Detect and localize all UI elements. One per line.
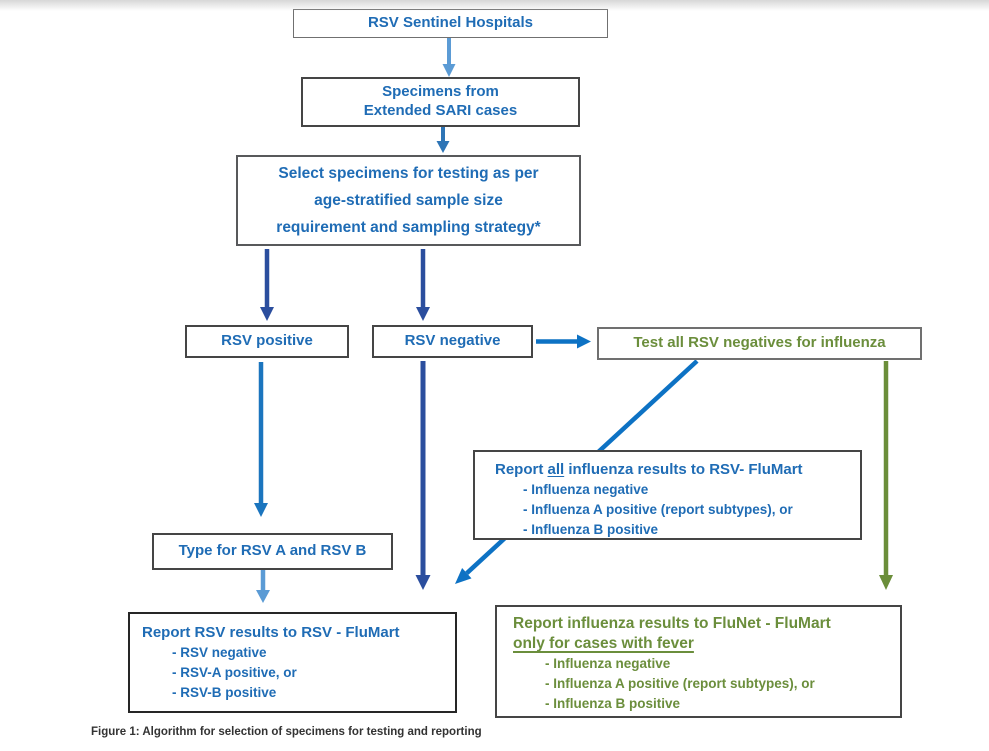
- node-type-for-rsv-a-and-b: Type for RSV A and RSV B: [152, 533, 393, 570]
- arrow-type-to-report-rsv: [256, 570, 270, 603]
- report-heading: Report RSV results to RSV - FluMart: [142, 624, 400, 641]
- node-label-line1: Specimens from: [382, 83, 499, 101]
- node-report-all-influenza-flumart: Report all influenza results to RSV- Flu…: [473, 450, 862, 540]
- bullet-item: - Influenza negative: [545, 656, 671, 671]
- figure-caption: Figure 1: Algorithm for selection of spe…: [91, 726, 482, 738]
- node-label-line2: age-stratified sample size: [314, 192, 503, 209]
- arrow-rsv-negative-to-report-rsv: [415, 361, 431, 590]
- arrow-select-to-rsv-negative: [416, 249, 430, 321]
- report-heading-line2: only for cases with fever: [513, 635, 694, 652]
- arrow-select-to-rsv-positive: [260, 249, 274, 321]
- arrow-sentinel-to-specimens: [442, 38, 456, 77]
- bullet-item: - Influenza A positive (report subtypes)…: [523, 502, 793, 517]
- node-label: Test all RSV negatives for influenza: [633, 334, 886, 352]
- node-report-rsv-results-flumart: Report RSV results to RSV - FluMart - RS…: [128, 612, 457, 713]
- report-bullets: - Influenza negative - Influenza A posit…: [513, 654, 892, 714]
- node-rsv-negative: RSV negative: [372, 325, 533, 358]
- node-specimens-extended-sari: Specimens from Extended SARI cases: [301, 77, 580, 127]
- bullet-item: - Influenza B positive: [523, 522, 659, 537]
- bullet-item: - RSV negative: [172, 645, 267, 660]
- report-heading: Report all influenza results to RSV- Flu…: [495, 461, 803, 478]
- node-label-line3: requirement and sampling strategy*: [276, 219, 541, 236]
- bullet-item: - RSV-A positive, or: [172, 665, 297, 680]
- node-label-line2: Extended SARI cases: [363, 102, 518, 119]
- node-select-specimens: Select specimens for testing as per age-…: [236, 155, 581, 246]
- arrow-rsv-positive-to-type: [254, 362, 268, 517]
- bullet-item: - Influenza negative: [523, 482, 649, 497]
- node-label: RSV positive: [221, 332, 313, 350]
- report-bullets: - RSV negative - RSV-A positive, or - RS…: [142, 643, 447, 703]
- bullet-item: - Influenza B positive: [545, 696, 681, 711]
- arrow-specimens-to-select: [436, 127, 450, 153]
- node-label: RSV Sentinel Hospitals: [367, 14, 534, 32]
- node-test-rsv-negatives-for-influenza: Test all RSV negatives for influenza: [597, 327, 922, 360]
- bullet-item: - RSV-B positive: [172, 685, 277, 700]
- node-report-influenza-flunet-flumart: Report influenza results to FluNet - Flu…: [495, 605, 902, 718]
- arrow-test-negatives-to-report-flunet: [879, 361, 893, 590]
- node-rsv-sentinel-hospitals: RSV Sentinel Hospitals: [293, 9, 608, 38]
- node-rsv-positive: RSV positive: [185, 325, 349, 358]
- node-label: Type for RSV A and RSV B: [178, 542, 367, 560]
- bullet-item: - Influenza A positive (report subtypes)…: [545, 676, 815, 691]
- node-label-line1: Select specimens for testing as per: [278, 165, 539, 182]
- underlined-word: all: [547, 461, 565, 478]
- arrow-rsv-negative-to-test-negatives: [536, 334, 591, 349]
- node-label: RSV negative: [404, 332, 501, 350]
- report-heading-line1: Report influenza results to FluNet - Flu…: [513, 615, 831, 632]
- report-bullets: - Influenza negative - Influenza A posit…: [495, 480, 852, 540]
